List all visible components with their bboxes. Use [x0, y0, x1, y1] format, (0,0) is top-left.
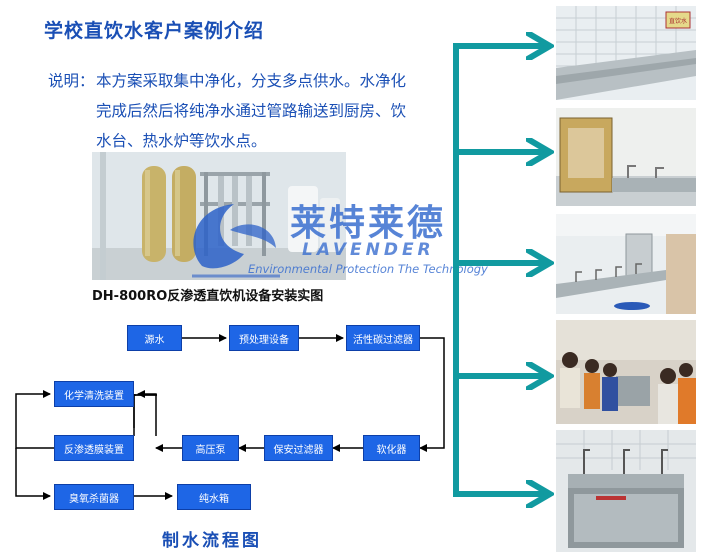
flow-box-chemical-cleaning: 化学清洗装置	[54, 381, 134, 407]
description-line-2: 完成后然后将纯净水通过管路输送到厨房、饮	[96, 102, 407, 120]
flow-box-carbon-filter: 活性碳过滤器	[346, 325, 420, 351]
flow-box-high-pressure-pump: 高压泵	[182, 435, 239, 461]
distribution-pipe	[453, 46, 548, 494]
description-line-1: 本方案采取集中净化，分支多点供水。水净化	[96, 72, 407, 90]
photo-drinking-station-1: 直饮水	[556, 6, 696, 100]
flow-box-ro-membrane: 反渗透膜装置	[54, 435, 134, 461]
page-title: 学校直饮水客户案例介绍	[44, 20, 265, 42]
flow-box-security-filter: 保安过滤器	[264, 435, 333, 461]
photo-drinking-machine	[556, 430, 696, 552]
flow-box-pure-water-tank: 纯水箱	[177, 484, 251, 510]
logo-english: LAVENDER	[302, 240, 435, 260]
description: 说明：本方案采取集中净化，分支多点供水。水净化 完成后然后将纯净水通过管路输送到…	[48, 66, 448, 156]
flow-box-source: 源水	[127, 325, 182, 351]
description-label: 说明：	[48, 72, 95, 90]
flow-chart-title: 制水流程图	[162, 531, 262, 551]
photo-drinking-station-3	[556, 214, 696, 314]
logo-emblem-icon	[192, 204, 280, 278]
flow-box-softener: 软化器	[363, 435, 420, 461]
description-line-3: 水台、热水炉等饮水点。	[96, 132, 267, 150]
logo-chinese: 莱特莱德	[290, 203, 447, 244]
flow-arrows	[15, 334, 445, 500]
flow-box-pretreatment: 预处理设备	[229, 325, 299, 351]
photo-students-drinking	[556, 320, 696, 424]
photo-caption: DH-800RO反渗透直饮机设备安装实图	[92, 289, 324, 304]
sign-label: 直饮水	[669, 17, 687, 25]
logo-subtitle: Environmental Protection The Technology	[248, 262, 488, 276]
flow-box-ozone-sterilizer: 臭氧杀菌器	[54, 484, 134, 510]
photo-drinking-station-2	[556, 108, 696, 206]
arrow-to-chem	[137, 390, 157, 436]
